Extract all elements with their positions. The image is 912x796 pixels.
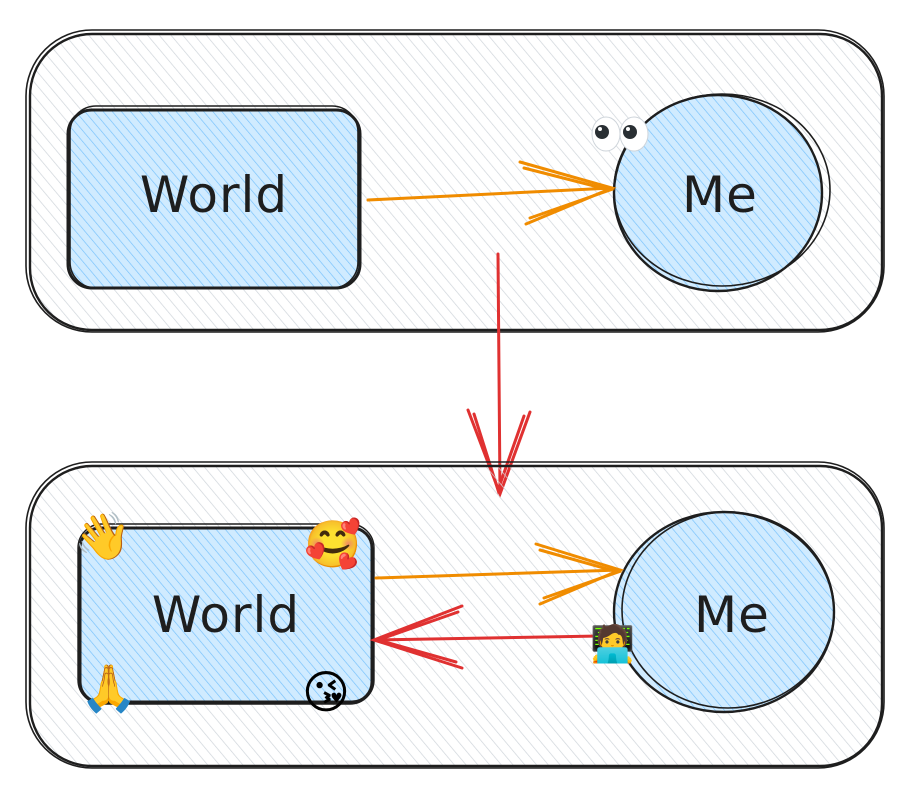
smiling-face-with-hearts-icon: 🥰 (304, 516, 361, 571)
bottom-arrow-world-to-me (374, 542, 625, 606)
top-me-label: Me (682, 166, 758, 224)
eyes-icon (591, 116, 649, 152)
bottom-panel: World Me 👋 🥰 🙏 😘 🧑‍💻 (25, 461, 885, 769)
top-panel-frame-sketch (25, 29, 885, 333)
top-panel: World Me (25, 29, 885, 333)
bottom-world-label: World (152, 586, 300, 644)
technologist-icon: 🧑‍💻 (590, 622, 635, 665)
top-world-label: World (140, 166, 288, 224)
top-me-node: Me (612, 93, 831, 293)
bottom-panel-frame-sketch (25, 461, 885, 769)
face-blowing-kiss-icon: 😘 (302, 665, 350, 719)
bottom-arrow-me-to-world (369, 604, 602, 670)
top-arrow-world-to-me (366, 160, 617, 226)
bottom-me-node: Me (612, 510, 836, 714)
bottom-world-node: World (77, 523, 375, 705)
bottom-me-label: Me (694, 586, 770, 644)
folded-hands-icon: 🙏 (80, 661, 137, 715)
top-world-node: World (66, 105, 362, 290)
waving-hand-icon: 👋 (74, 509, 131, 564)
